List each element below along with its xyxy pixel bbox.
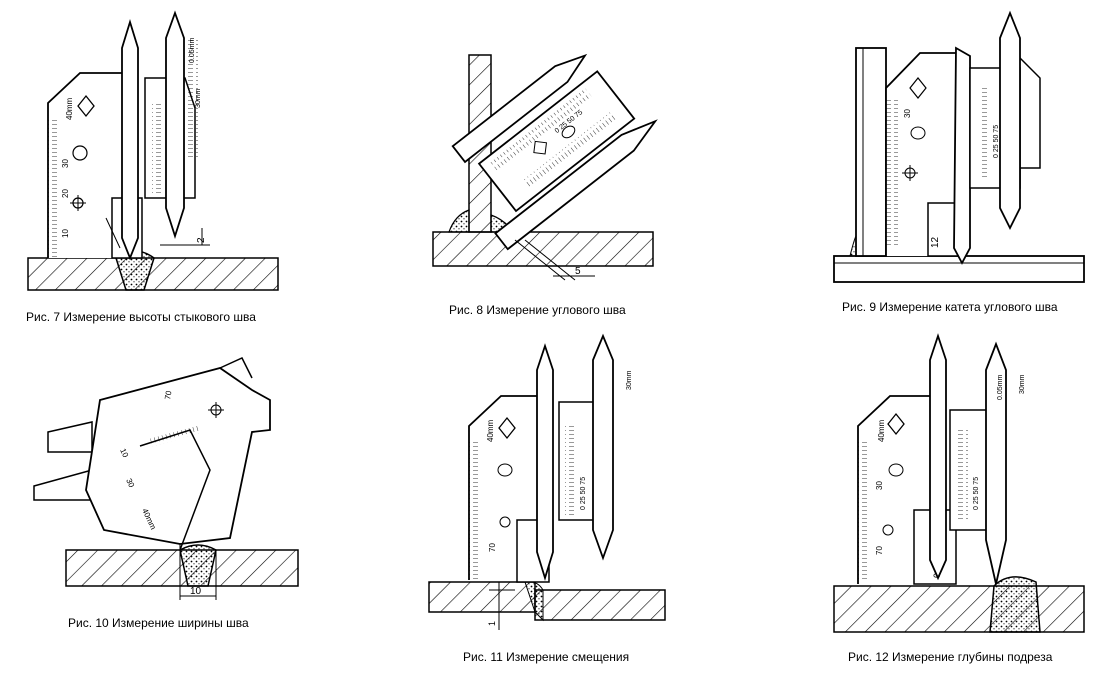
scale-30: 30 — [875, 481, 884, 490]
scale-10: 10 — [61, 229, 70, 238]
scale-30: 30 — [903, 109, 912, 118]
weld-height-gauge-diagram: 40mm 30 20 10 0.05mm 30mm 2 — [27, 10, 279, 291]
precision-label: 0.05mm — [997, 375, 1004, 400]
scale-30mm: 30mm — [195, 88, 202, 108]
precision-label: 0.05mm — [189, 38, 196, 63]
fillet-weld-gauge-diagram: 0 25 50 75 5 — [432, 53, 658, 281]
dimension-value: 2 — [196, 237, 207, 243]
scale-30: 30 — [124, 477, 136, 489]
undercut-depth-gauge-diagram: 40mm 30 70 0.5 0 25 50 75 0.05mm 30mm — [833, 333, 1085, 633]
scale-10: 10 — [118, 447, 130, 459]
scale-30mm: 30mm — [626, 370, 633, 390]
scale-mm40: 40mm — [877, 419, 886, 442]
weld-width-gauge-diagram: 10 30 40mm 70 10 — [33, 357, 299, 600]
scale-30: 30 — [61, 159, 70, 168]
figure-8: 0 25 50 75 5 Рис. 8 Измерение углового ш… — [425, 10, 685, 322]
figure-12: 40mm 30 70 0.5 0 25 50 75 0.05mm 30mm Ри… — [830, 330, 1100, 670]
figure-caption: Рис. 10 Измерение ширины шва — [68, 616, 249, 630]
scale-70: 70 — [875, 546, 884, 555]
scale-mm40: 40mm — [486, 419, 495, 442]
figure-7: 40mm 30 20 10 0.05mm 30mm 2 Рис. 7 Измер… — [20, 8, 290, 338]
figure-11: 40mm 70 0 25 50 75 30mm 1 Рис. 11 Измере… — [425, 330, 685, 670]
figure-10: 10 30 40mm 70 10 Рис. 10 Измерение ширин… — [30, 357, 320, 640]
scale-mm40: 40mm — [65, 97, 74, 120]
dimension-value: 10 — [190, 586, 202, 597]
fillet-leg-gauge-diagram: 30 12 0 25 50 75 — [833, 10, 1085, 283]
scale-20: 20 — [61, 189, 70, 198]
dial-scale: 0 25 50 75 — [973, 477, 980, 510]
scale-70: 70 — [163, 389, 174, 400]
figure-caption: Рис. 9 Измерение катета углового шва — [842, 300, 1058, 314]
dimension-value: 12 — [930, 236, 941, 248]
figure-caption: Рис. 7 Измерение высоты стыкового шва — [26, 310, 256, 324]
dial-scale: 0 25 50 75 — [580, 477, 587, 510]
scale-30mm: 30mm — [1019, 374, 1026, 394]
figure-9: 30 12 0 25 50 75 Рис. 9 Измерение катета… — [830, 8, 1100, 320]
dimension-value: 5 — [575, 266, 581, 277]
misalignment-gauge-diagram: 40mm 70 0 25 50 75 30mm 1 — [428, 333, 666, 630]
figure-caption: Рис. 8 Измерение углового шва — [449, 303, 626, 317]
dimension-value: 1 — [487, 621, 497, 626]
figure-caption: Рис. 11 Измерение смещения — [463, 650, 630, 664]
figure-caption: Рис. 12 Измерение глубины подреза — [848, 650, 1053, 664]
scale-70: 70 — [488, 543, 497, 552]
dial-scale: 0 25 50 75 — [993, 125, 1000, 158]
